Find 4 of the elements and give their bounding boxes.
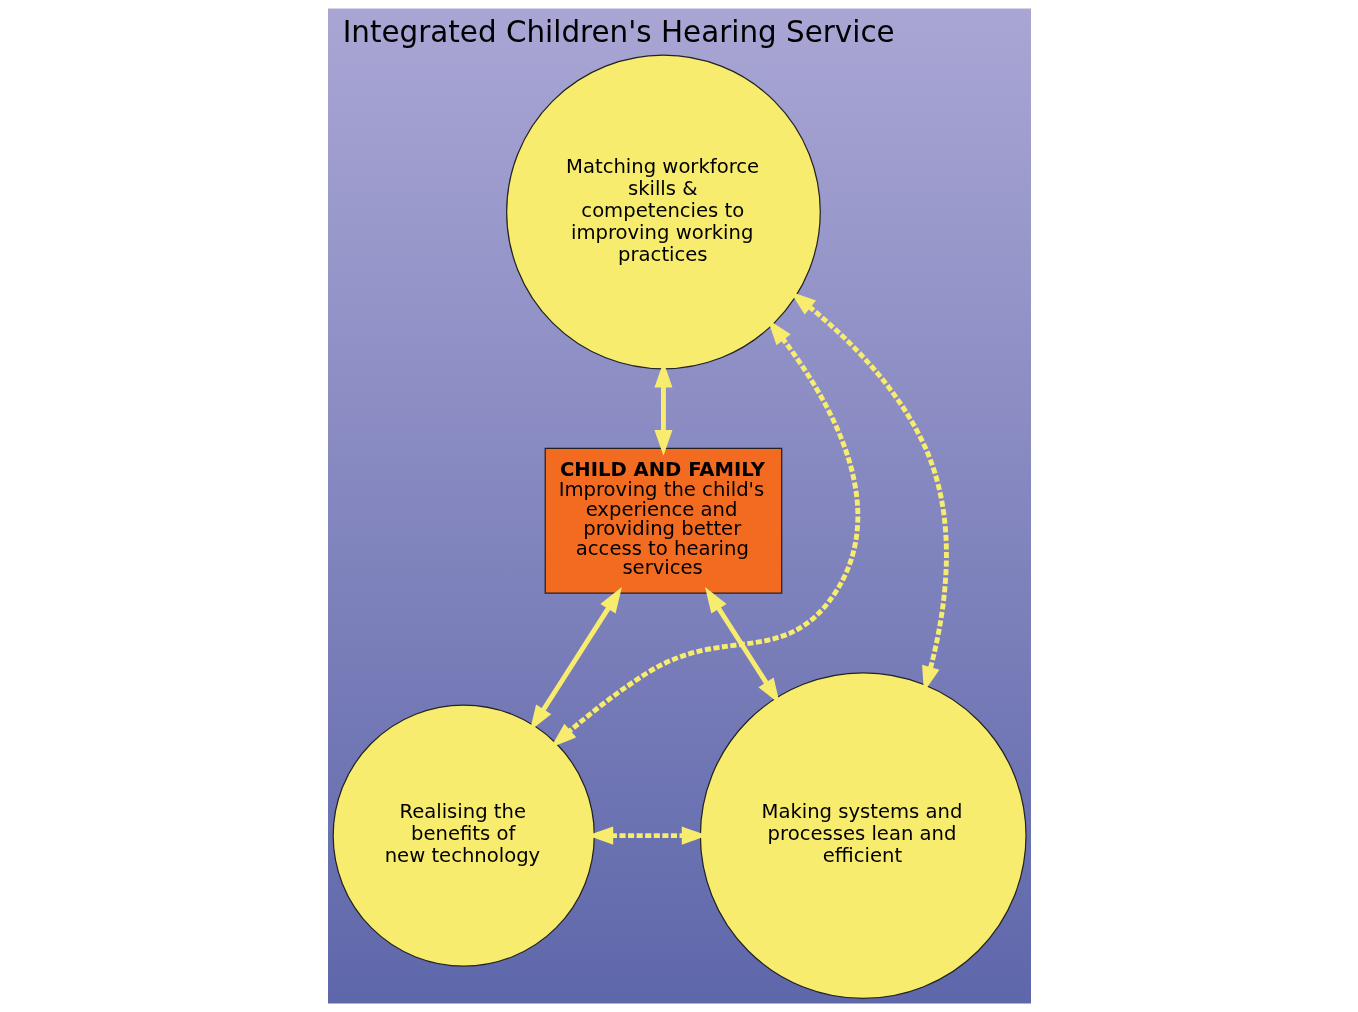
diagram-title: Integrated Children's Hearing Service <box>342 14 895 49</box>
node-box: CHILD AND FAMILY Improving the child's experience and providing better access to hearing services <box>544 447 782 594</box>
node-circle: Making systems and processes lean and efficient <box>699 672 1027 1000</box>
node-circle: Matching workforce skills & competencies to improving working practices <box>505 54 821 370</box>
